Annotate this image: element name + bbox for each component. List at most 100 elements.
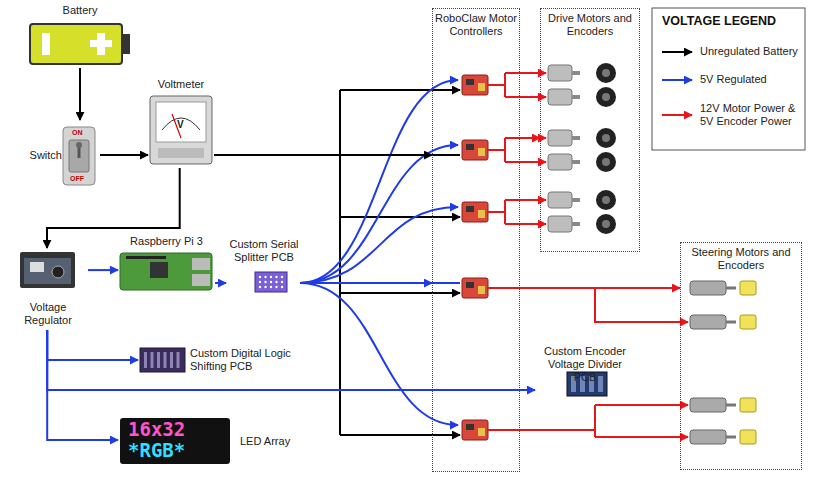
node-label: Custom Encoder Voltage Divider PCB: [537, 345, 633, 384]
motor-controller: [462, 75, 488, 95]
pcb-pin: [264, 276, 266, 278]
drive-motor: [548, 154, 572, 170]
pcb-pin: [281, 286, 283, 288]
logic-shifter-node: Custom Digital Logic Shifting PCB: [138, 345, 310, 375]
motor-controller: [462, 420, 488, 440]
pcb-pin: [281, 281, 283, 283]
regulator-body: [20, 252, 75, 288]
voltage-regulator-node: Voltage Regulator: [8, 248, 88, 330]
motor-wire: [504, 138, 506, 162]
motor-shaft: [572, 160, 580, 164]
controller-terminal: [478, 83, 485, 91]
label-block: Switch: [18, 149, 62, 162]
motor-controller: [462, 140, 488, 160]
steering-motor: [690, 398, 726, 412]
label-block: Voltage Regulator: [8, 301, 88, 327]
wheel: [596, 190, 616, 210]
raspberry-pi-node: Raspberry Pi 3: [118, 235, 215, 292]
drive-motor-group-node: Drive Motors and Encoders: [540, 8, 640, 252]
motor-wire: [488, 429, 595, 431]
label-block: RoboClaw Motor Controllers: [435, 12, 517, 38]
node-label: Steering Motors and Encoders: [683, 246, 799, 272]
label-block: Drive Motors and Encoders: [543, 12, 637, 38]
pcb-pin: [264, 286, 266, 288]
raspberry-pi-board: [120, 253, 212, 290]
wheel: [596, 214, 616, 234]
pcb-chip: [598, 376, 603, 392]
switch-body: [63, 127, 95, 185]
battery-node: Battery: [28, 4, 132, 68]
pcb-pin: [275, 286, 277, 288]
drive-motor: [548, 65, 572, 81]
regulator-coil: [52, 266, 64, 278]
legend-text: Unregulated Battery: [700, 45, 802, 58]
power-connector: [79, 68, 81, 120]
label-block: Custom Encoder Voltage Divider PCB: [537, 345, 633, 384]
motor-shaft: [572, 95, 580, 99]
pcb-chip: [177, 352, 180, 368]
encoder: [740, 430, 756, 444]
label-block: LED Array: [240, 435, 312, 448]
voltmeter-base: [158, 148, 204, 158]
node-label: Voltmeter: [150, 78, 212, 91]
motor-wire: [504, 200, 506, 224]
pcb-chip: [164, 352, 167, 368]
drive-motor: [548, 216, 572, 232]
controller-chip: [466, 424, 474, 430]
raspberry-pi-chip: [150, 262, 168, 278]
battery-wire: [432, 154, 460, 156]
serial-wire: [432, 282, 460, 284]
controller-terminal: [478, 428, 485, 436]
steering-motor: [690, 315, 726, 329]
logic-pcb: [140, 348, 185, 372]
pcb-pin: [281, 276, 283, 278]
pcb-pin: [275, 276, 277, 278]
power-connector: [214, 154, 432, 156]
serial-wire: [300, 207, 458, 283]
motor-wire: [595, 436, 688, 438]
motor-shaft: [572, 198, 580, 202]
panel-marking: *RGB*: [128, 440, 185, 461]
pcb-pin: [270, 286, 272, 288]
node-label: Raspberry Pi 3: [120, 235, 213, 248]
serial-wire: [300, 145, 458, 283]
label-block: Voltmeter: [150, 78, 212, 91]
power-connector: [302, 282, 432, 284]
controller-chip: [466, 282, 474, 288]
pcb-chip: [151, 352, 154, 368]
pcb-chip: [144, 352, 147, 368]
panel-marking: 16x32: [128, 419, 185, 440]
legend-text: 5V Regulated: [700, 73, 802, 86]
legend-title: VOLTAGE LEGEND: [662, 15, 776, 29]
motor-shaft: [572, 71, 580, 75]
encoder: [740, 315, 756, 329]
motor-wire: [488, 287, 520, 289]
motor-wire: [488, 84, 505, 86]
voltmeter-body: [150, 96, 212, 164]
wheel: [596, 128, 616, 148]
pcb-pin: [259, 276, 261, 278]
power-connector: [100, 154, 148, 156]
controller-terminal: [478, 210, 485, 218]
label-block: Custom Digital Logic Shifting PCB: [190, 347, 308, 373]
voltmeter-scale: [162, 118, 200, 130]
label-block: Raspberry Pi 3: [120, 235, 213, 248]
switch-marking: ON: [72, 129, 83, 137]
wheel: [596, 152, 616, 172]
switch-lever: [76, 142, 82, 148]
legend-box: [652, 8, 805, 150]
power-connector: [47, 330, 118, 440]
controller-terminal: [478, 148, 485, 156]
battery-wire: [340, 434, 460, 436]
pcb-pin: [275, 281, 277, 283]
node-label: Battery: [30, 4, 130, 17]
battery-minus: [42, 33, 50, 55]
drive-motor: [548, 192, 572, 208]
switch-marking: OFF: [70, 175, 84, 183]
wheel: [596, 63, 616, 83]
meter-marking: V: [177, 119, 184, 130]
legend-sample: [662, 114, 692, 116]
battery-body: [30, 24, 122, 64]
motor-shaft: [726, 436, 736, 439]
